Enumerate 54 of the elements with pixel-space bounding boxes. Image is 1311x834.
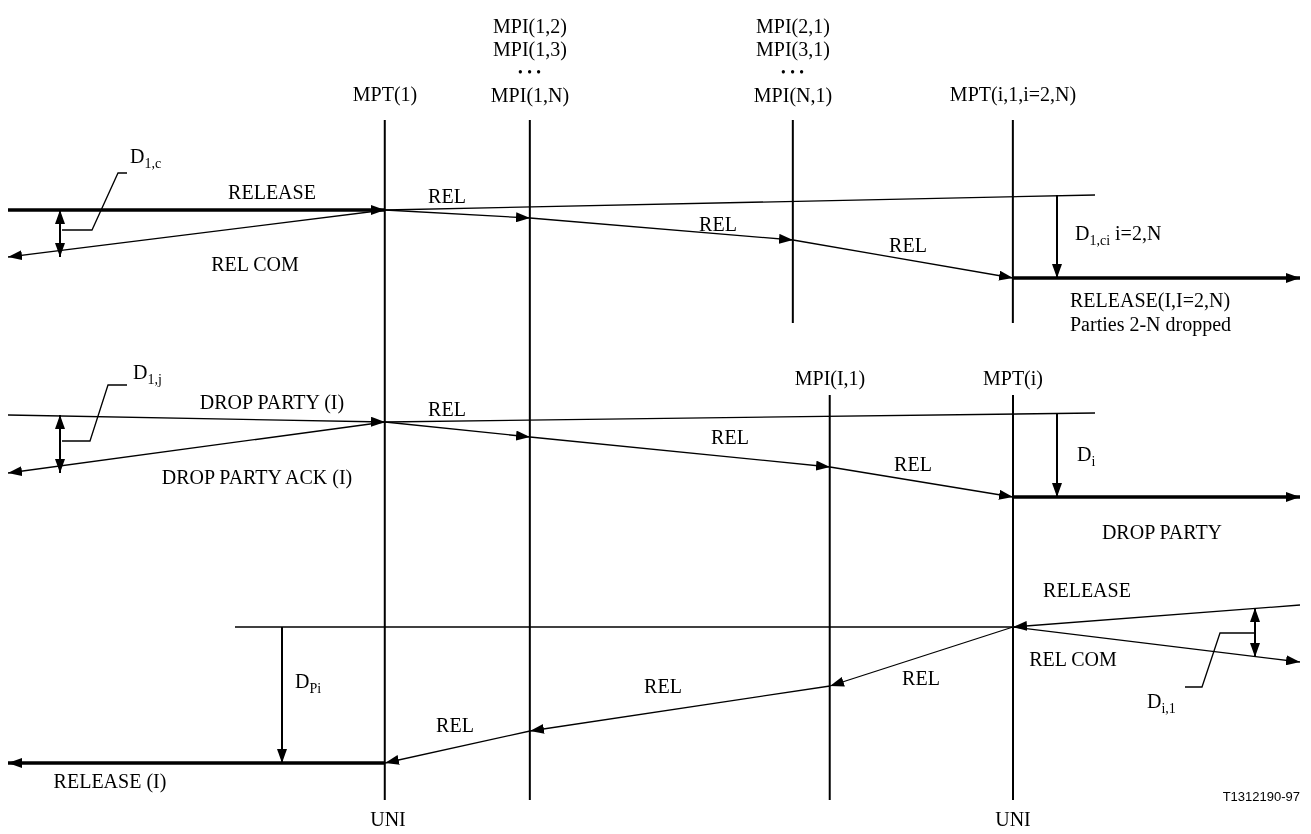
message-label: REL bbox=[428, 398, 466, 421]
delay-label: D$_{1,ci}$ i=2,N bbox=[1075, 222, 1162, 250]
message-label: DROP PARTY (I) bbox=[199, 391, 345, 414]
message-label: DROP PARTY ACK (I) bbox=[161, 466, 353, 489]
lifeline-label: MPI(3,1) bbox=[756, 38, 830, 61]
lifeline-label: MPI(I,1) bbox=[794, 367, 866, 390]
lifeline-label: MPI(1,2) bbox=[493, 15, 567, 38]
message-label: REL bbox=[889, 234, 927, 257]
message-arrow bbox=[1013, 492, 1300, 502]
lifeline-label: MPI(2,1) bbox=[756, 15, 830, 38]
message-label: RELEASE bbox=[228, 181, 316, 204]
message-label: REL bbox=[644, 675, 682, 698]
message-arrow bbox=[829, 466, 1014, 500]
leader-line bbox=[61, 172, 128, 231]
lifeline-label: MPT(i) bbox=[983, 367, 1043, 390]
message-label: REL bbox=[711, 426, 749, 449]
message-arrow bbox=[1012, 626, 1301, 666]
message-arrow bbox=[792, 239, 1014, 281]
message-label: REL COM bbox=[1029, 648, 1117, 671]
leader-line bbox=[1184, 632, 1256, 688]
figure-id: T1312190-97 bbox=[1222, 790, 1300, 805]
message-arrow bbox=[7, 421, 386, 477]
message-arrow bbox=[8, 758, 385, 768]
delay-label: D$_{Pi}$ bbox=[295, 670, 322, 698]
message-label: DROP PARTY bbox=[1101, 521, 1223, 544]
message-arrow bbox=[8, 205, 385, 215]
message-label: REL bbox=[902, 667, 940, 690]
message-arrow bbox=[529, 436, 831, 471]
message-label: REL COM bbox=[211, 253, 299, 276]
message-arrow bbox=[529, 217, 794, 244]
lifeline-label: MPI(N,1) bbox=[753, 84, 833, 107]
ellipsis-dots: • • • bbox=[781, 64, 805, 81]
message-label: REL bbox=[428, 185, 466, 208]
leader-line bbox=[61, 384, 128, 442]
message-label: RELEASE (I) bbox=[53, 770, 167, 793]
message-arrow bbox=[529, 685, 831, 734]
message-label: REL bbox=[894, 453, 932, 476]
message-label: RELEASE(I,I=2,N) bbox=[1070, 289, 1231, 312]
message-arrow bbox=[1012, 604, 1301, 631]
lifeline-label: MPI(1,N) bbox=[490, 84, 570, 107]
lifeline-label: MPI(1,3) bbox=[493, 38, 567, 61]
message-label: REL bbox=[436, 714, 474, 737]
ellipsis-dots: • • • bbox=[518, 64, 542, 81]
message-label: REL bbox=[699, 213, 737, 236]
interface-label: UNI bbox=[995, 808, 1031, 831]
message-arrow bbox=[384, 730, 531, 765]
delay-label: D$_{i}$ bbox=[1077, 443, 1096, 471]
message-arrow bbox=[7, 414, 386, 427]
lifeline-label: MPT(1) bbox=[352, 83, 418, 106]
interface-label: UNI bbox=[370, 808, 406, 831]
note-text: Parties 2-N dropped bbox=[1070, 313, 1232, 336]
message-arrow bbox=[1013, 273, 1300, 283]
lifeline-label: MPT(i,1,i=2,N) bbox=[949, 83, 1077, 106]
message-label: RELEASE bbox=[1043, 579, 1131, 602]
